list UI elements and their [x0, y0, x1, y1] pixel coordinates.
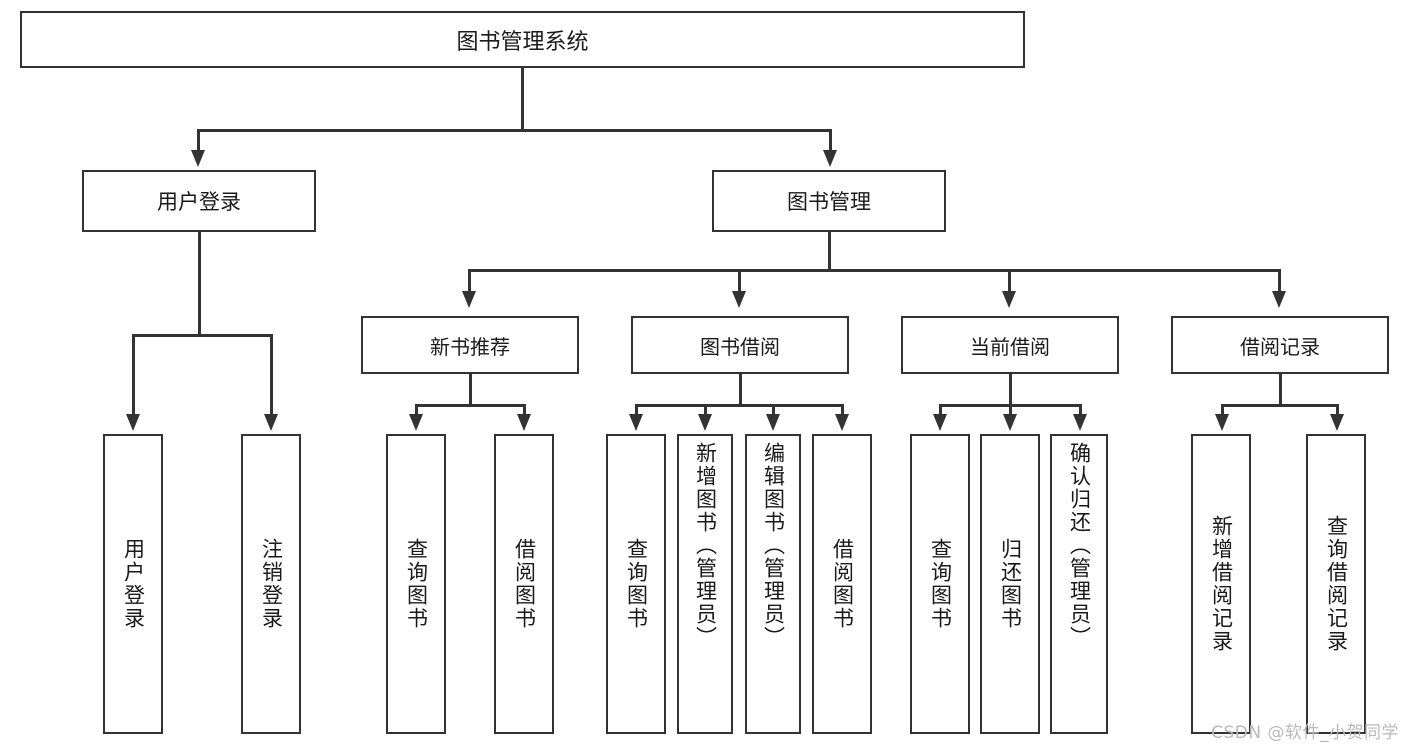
leaf-user-logout[interactable]: 注销登录	[241, 434, 301, 734]
leaf-query-book-2[interactable]: 查询图书	[606, 434, 666, 734]
node-book-borrow[interactable]: 图书借阅	[631, 316, 849, 374]
connector-borrow-record-to-leaf-1	[1221, 404, 1224, 417]
connector-borrow-record-stem	[1279, 374, 1282, 406]
arrow-borrow-record-to-leaf-2-icon	[1330, 414, 1344, 431]
connector-book-borrow-bus	[635, 404, 843, 407]
arrow-book-borrow-to-leaf-3-icon	[766, 414, 780, 431]
connector-book-borrow-to-leaf-4	[841, 404, 844, 417]
leaf-label: 新增借阅记录	[1209, 515, 1234, 653]
arrow-book-manage-to-new-book-icon	[462, 291, 476, 308]
arrow-user-login-to-leaf-1-icon	[126, 414, 140, 431]
connector-new-book-bus	[415, 404, 525, 407]
node-root-book-management-system[interactable]: 图书管理系统	[20, 11, 1025, 68]
connector-new-book-stem	[469, 374, 472, 406]
connector-user-login-bus	[132, 334, 272, 337]
leaf-add-record[interactable]: 新增借阅记录	[1191, 434, 1251, 734]
connector-borrow-record-to-leaf-2	[1336, 404, 1339, 417]
leaf-query-record[interactable]: 查询借阅记录	[1306, 434, 1366, 734]
node-label: 图书管理系统	[456, 29, 589, 55]
leaf-label: 确认归还（管理员）	[1067, 442, 1092, 649]
node-label: 图书借阅	[700, 334, 780, 359]
connector-user-login-to-leaf-2	[270, 334, 273, 417]
arrow-book-borrow-to-leaf-1-icon	[629, 414, 643, 431]
arrow-user-login-to-leaf-2-icon	[264, 414, 278, 431]
leaf-edit-book[interactable]: 编辑图书（管理员）	[745, 434, 801, 734]
leaf-label: 查询借阅记录	[1324, 515, 1349, 653]
node-label: 新书推荐	[430, 334, 510, 359]
leaf-label: 查询图书	[928, 538, 953, 630]
connector-book-manage-to-new-book	[468, 269, 471, 294]
node-label: 借阅记录	[1240, 334, 1320, 359]
connector-root-to-user-login	[197, 129, 200, 153]
connector-book-manage-to-book-borrow	[738, 269, 741, 294]
node-label: 用户登录	[157, 190, 241, 214]
node-borrow-record[interactable]: 借阅记录	[1171, 316, 1389, 374]
connector-book-manage-bus	[468, 269, 1280, 272]
arrow-book-manage-to-book-borrow-icon	[732, 291, 746, 308]
connector-book-borrow-stem	[739, 374, 742, 406]
arrow-book-manage-to-borrow-record-icon	[1272, 291, 1286, 308]
leaf-query-book-3[interactable]: 查询图书	[910, 434, 970, 734]
leaf-borrow-book-2[interactable]: 借阅图书	[812, 434, 872, 734]
arrow-new-book-to-leaf-2-icon	[517, 414, 531, 431]
connector-book-borrow-to-leaf-3	[772, 404, 775, 417]
leaf-label: 借阅图书	[512, 538, 537, 630]
node-user-login[interactable]: 用户登录	[82, 170, 316, 232]
leaf-confirm-return[interactable]: 确认归还（管理员）	[1050, 434, 1108, 734]
arrow-root-to-book-manage-icon	[823, 150, 837, 167]
leaf-label: 注销登录	[259, 538, 284, 630]
node-book-manage[interactable]: 图书管理	[712, 170, 946, 232]
node-label: 图书管理	[787, 190, 871, 214]
arrow-book-borrow-to-leaf-2-icon	[698, 414, 712, 431]
leaf-label: 用户登录	[121, 538, 146, 630]
connector-current-borrow-stem	[1009, 374, 1012, 406]
arrow-root-to-user-login-icon	[191, 150, 205, 167]
connector-current-borrow-to-leaf-2	[1009, 404, 1012, 417]
connector-root-bus	[197, 129, 832, 132]
arrow-borrow-record-to-leaf-1-icon	[1215, 414, 1229, 431]
leaf-label: 借阅图书	[830, 538, 855, 630]
leaf-user-login[interactable]: 用户登录	[103, 434, 163, 734]
arrow-current-borrow-to-leaf-2-icon	[1003, 414, 1017, 431]
leaf-label: 编辑图书（管理员）	[761, 442, 786, 649]
connector-book-borrow-to-leaf-1	[635, 404, 638, 417]
leaf-label: 新增图书（管理员）	[693, 442, 718, 649]
leaf-borrow-book-1[interactable]: 借阅图书	[494, 434, 554, 734]
arrow-current-borrow-to-leaf-1-icon	[933, 414, 947, 431]
arrow-book-borrow-to-leaf-4-icon	[835, 414, 849, 431]
connector-root-stem	[521, 68, 524, 130]
connector-user-login-stem	[198, 232, 201, 336]
connector-book-borrow-to-leaf-2	[704, 404, 707, 417]
connector-current-borrow-to-leaf-3	[1079, 404, 1082, 417]
connector-new-book-to-leaf-1	[415, 404, 418, 417]
node-current-borrow[interactable]: 当前借阅	[901, 316, 1119, 374]
connector-book-manage-to-borrow-record	[1278, 269, 1281, 294]
connector-root-to-book-manage	[829, 129, 832, 153]
connector-current-borrow-to-leaf-1	[939, 404, 942, 417]
leaf-return-book[interactable]: 归还图书	[980, 434, 1040, 734]
leaf-label: 查询图书	[624, 538, 649, 630]
arrow-current-borrow-to-leaf-3-icon	[1073, 414, 1087, 431]
arrow-book-manage-to-current-borrow-icon	[1002, 291, 1016, 308]
arrow-new-book-to-leaf-1-icon	[409, 414, 423, 431]
leaf-label: 查询图书	[404, 538, 429, 630]
connector-user-login-to-leaf-1	[132, 334, 135, 417]
leaf-query-book-1[interactable]: 查询图书	[386, 434, 446, 734]
connector-book-manage-to-current-borrow	[1008, 269, 1011, 294]
node-label: 当前借阅	[970, 334, 1050, 359]
connector-book-manage-stem	[828, 232, 831, 271]
node-new-book-recommend[interactable]: 新书推荐	[361, 316, 579, 374]
leaf-add-book[interactable]: 新增图书（管理员）	[677, 434, 733, 734]
connector-new-book-to-leaf-2	[523, 404, 526, 417]
leaf-label: 归还图书	[998, 538, 1023, 630]
connector-borrow-record-bus	[1221, 404, 1338, 407]
